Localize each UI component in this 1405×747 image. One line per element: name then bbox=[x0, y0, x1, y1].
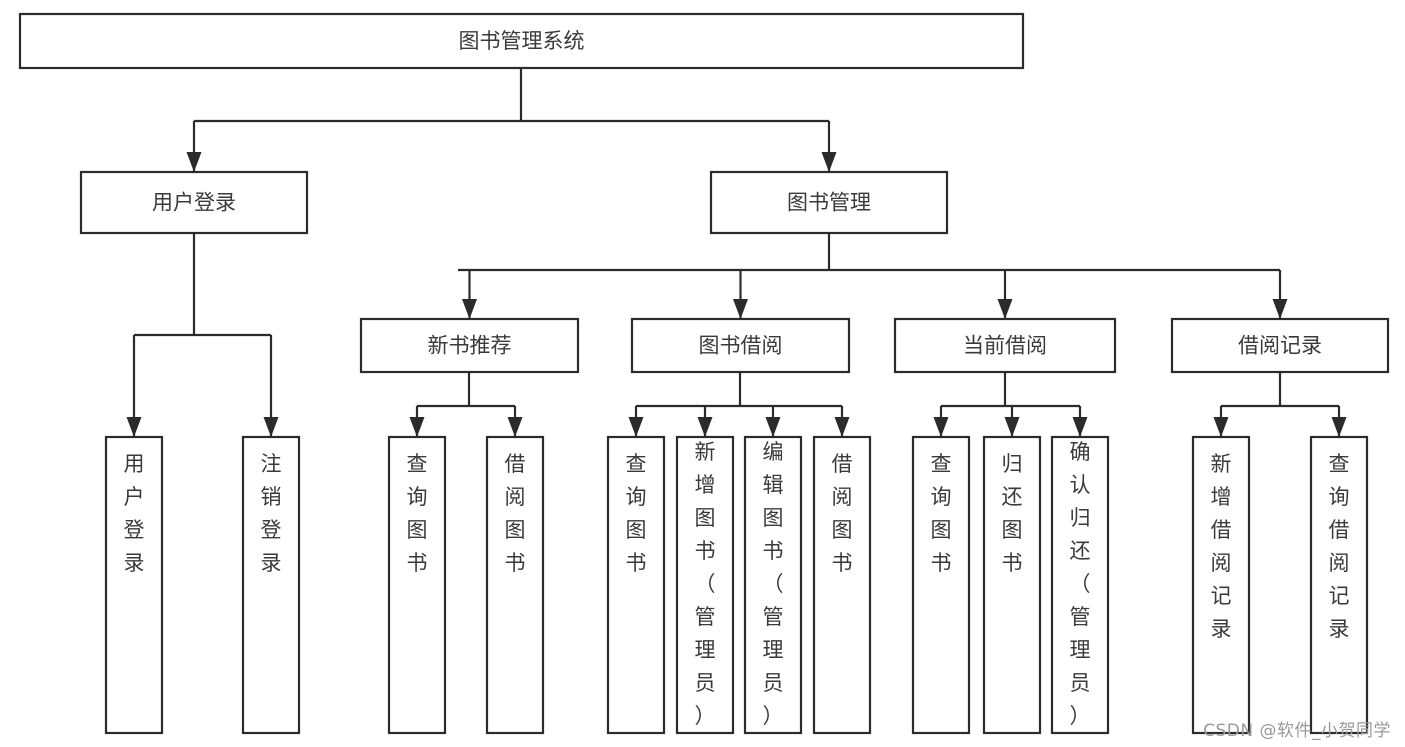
node-label: 新增图书（管理员） bbox=[695, 440, 716, 728]
node-box bbox=[18, 12, 1025, 70]
node-root[interactable]: 图书管理系统 bbox=[18, 12, 1025, 70]
node-label: 查询图书 bbox=[931, 452, 952, 575]
node-label: 注销登录 bbox=[261, 452, 282, 575]
node-leaf-borrow-book-2[interactable]: 借阅图书 bbox=[812, 435, 872, 735]
arrow-head-icon bbox=[733, 299, 748, 319]
arrow-head-icon bbox=[765, 417, 781, 437]
node-label: 查询图书 bbox=[407, 452, 428, 575]
node-leaf-borrow-book-1[interactable]: 借阅图书 bbox=[485, 435, 545, 735]
node-leaf-user-logout[interactable]: 注销登录 bbox=[241, 435, 301, 735]
arrow-head-icon bbox=[628, 417, 644, 437]
node-book-borrow[interactable]: 图书借阅 bbox=[630, 317, 851, 374]
arrow-head-icon bbox=[997, 299, 1013, 319]
node-label: 查询图书 bbox=[626, 452, 647, 575]
arrow-head-icon bbox=[126, 417, 142, 437]
node-new-book-recommend[interactable]: 新书推荐 bbox=[359, 317, 580, 374]
node-box bbox=[1170, 317, 1390, 374]
node-box bbox=[743, 435, 803, 735]
node-box bbox=[104, 435, 164, 735]
arrow-head-icon bbox=[697, 417, 713, 437]
arrow-head-icon bbox=[1331, 417, 1347, 437]
node-box bbox=[606, 435, 666, 735]
node-label: 用户登录 bbox=[152, 191, 236, 215]
arrow-head-icon bbox=[409, 417, 425, 437]
node-box bbox=[387, 435, 447, 735]
node-leaf-query-record[interactable]: 查询借阅记录 bbox=[1309, 435, 1369, 735]
node-label: 借阅图书 bbox=[505, 452, 526, 575]
node-user-login[interactable]: 用户登录 bbox=[79, 170, 309, 235]
node-leaf-user-login[interactable]: 用户登录 bbox=[104, 435, 164, 735]
node-label: 用户登录 bbox=[124, 452, 145, 575]
node-label: 新增借阅记录 bbox=[1211, 452, 1232, 641]
node-box bbox=[1050, 435, 1110, 735]
node-box bbox=[1309, 435, 1369, 735]
node-box bbox=[630, 317, 851, 374]
node-leaf-add-book[interactable]: 新增图书（管理员） bbox=[675, 435, 735, 735]
node-label: 图书管理 bbox=[787, 191, 871, 215]
node-label: 图书借阅 bbox=[699, 334, 783, 358]
node-leaf-return-book[interactable]: 归还图书 bbox=[982, 435, 1042, 735]
node-box bbox=[893, 317, 1117, 374]
watermark: CSDN @软件_小贺同学 bbox=[1203, 721, 1391, 741]
node-book-manage[interactable]: 图书管理 bbox=[709, 170, 949, 235]
node-box bbox=[982, 435, 1042, 735]
node-label: 借阅图书 bbox=[832, 452, 853, 575]
arrow-head-icon bbox=[821, 152, 837, 172]
node-box bbox=[359, 317, 580, 374]
node-leaf-add-record[interactable]: 新增借阅记录 bbox=[1191, 435, 1251, 735]
node-label: 编辑图书（管理员） bbox=[763, 440, 784, 728]
node-box bbox=[1191, 435, 1251, 735]
node-box bbox=[485, 435, 545, 735]
node-leaf-query-book-3[interactable]: 查询图书 bbox=[911, 435, 971, 735]
node-box bbox=[812, 435, 872, 735]
node-box bbox=[911, 435, 971, 735]
node-leaf-query-book-2[interactable]: 查询图书 bbox=[606, 435, 666, 735]
node-leaf-query-book-1[interactable]: 查询图书 bbox=[387, 435, 447, 735]
arrow-head-icon bbox=[834, 417, 850, 437]
node-label: 当前借阅 bbox=[963, 334, 1047, 358]
node-leaf-edit-book[interactable]: 编辑图书（管理员） bbox=[743, 435, 803, 735]
arrow-head-icon bbox=[507, 417, 523, 437]
node-label: 图书管理系统 bbox=[459, 29, 585, 53]
arrow-head-icon bbox=[186, 152, 202, 172]
node-label: 新书推荐 bbox=[428, 334, 512, 358]
arrow-head-icon bbox=[462, 299, 477, 319]
arrow-head-icon bbox=[933, 417, 949, 437]
node-label: 借阅记录 bbox=[1238, 334, 1322, 358]
node-box bbox=[79, 170, 309, 235]
node-box bbox=[675, 435, 735, 735]
node-borrow-record[interactable]: 借阅记录 bbox=[1170, 317, 1390, 374]
node-label: 查询借阅记录 bbox=[1329, 452, 1350, 641]
node-box bbox=[709, 170, 949, 235]
arrow-head-icon bbox=[1072, 417, 1088, 437]
node-label: 归还图书 bbox=[1002, 452, 1023, 575]
node-label: 确认归还（管理员） bbox=[1070, 440, 1091, 728]
node-leaf-confirm-return[interactable]: 确认归还（管理员） bbox=[1050, 435, 1110, 735]
node-box bbox=[241, 435, 301, 735]
arrow-head-icon bbox=[1272, 299, 1288, 319]
arrow-head-icon bbox=[1004, 417, 1020, 437]
node-current-borrow[interactable]: 当前借阅 bbox=[893, 317, 1117, 374]
arrow-head-icon bbox=[1213, 417, 1229, 437]
arrow-head-icon bbox=[263, 417, 279, 437]
